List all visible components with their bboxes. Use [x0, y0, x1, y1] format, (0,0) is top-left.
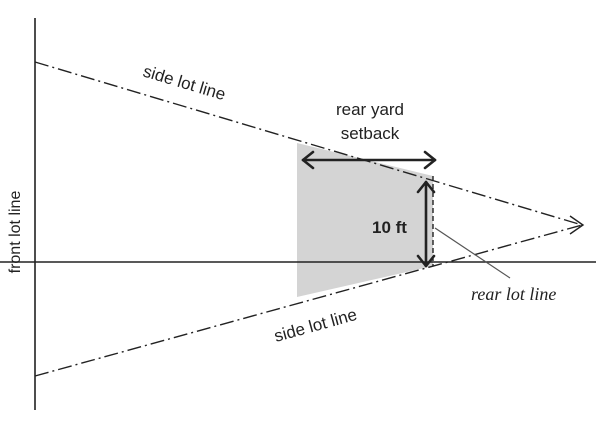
side-lot-line-bottom — [34, 224, 583, 377]
rear-lot-line-label: rear lot line — [471, 284, 556, 304]
front-lot-line-label: front lot line — [7, 191, 24, 274]
rear-yard-setback-label-line1: rear yard — [336, 100, 404, 119]
rear-yard-setback-area — [297, 143, 433, 297]
side-lot-line-top — [34, 61, 583, 226]
apex-arrowhead — [569, 215, 585, 235]
rear-lot-line — [434, 227, 511, 279]
setback-dimension-arrow — [301, 150, 437, 170]
ten-ft-dimension-arrow — [416, 180, 436, 268]
ten-ft-label: 10 ft — [372, 218, 407, 237]
rear-yard-setback-label-line2: setback — [341, 124, 400, 143]
side-lot-line-bottom-label: side lot line — [272, 305, 359, 346]
